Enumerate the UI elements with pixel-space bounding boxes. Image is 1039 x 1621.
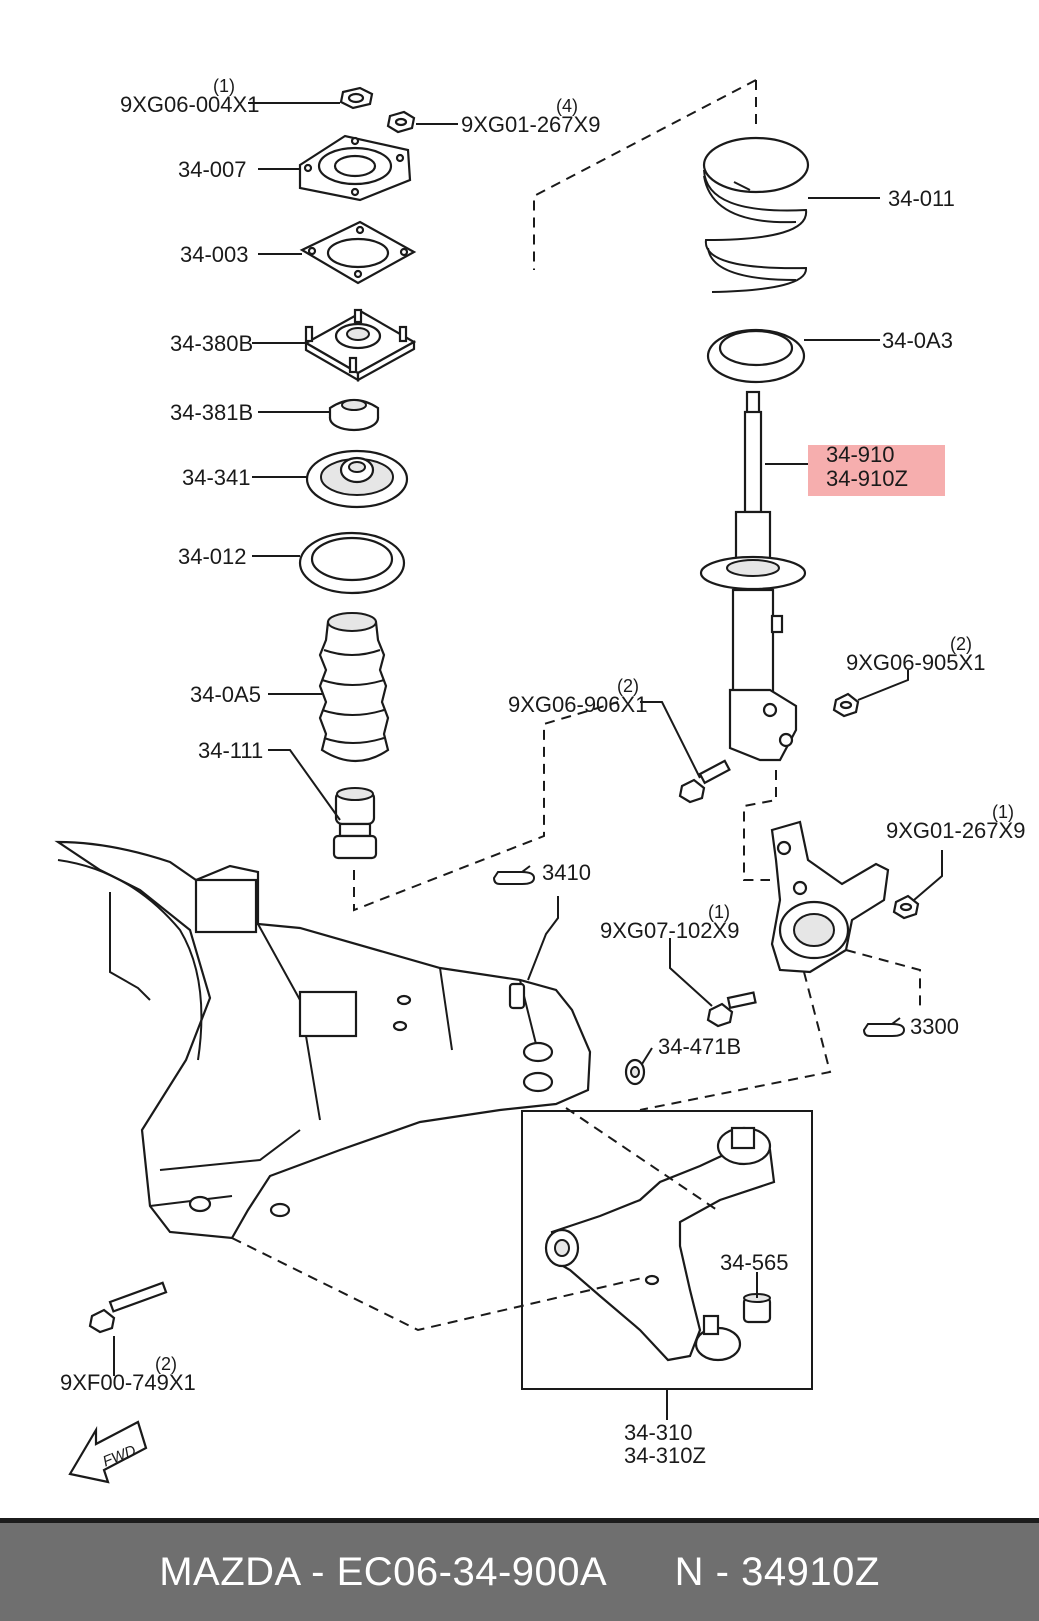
reference-number-label: 3410	[542, 860, 591, 885]
qty-label: (1)	[213, 76, 235, 96]
qty-label: (2)	[155, 1354, 177, 1374]
part-number-label: 9XG06-905X1	[846, 650, 985, 675]
part-number-label: 34-310	[624, 1420, 693, 1445]
top-nut-part	[339, 86, 374, 110]
strut-assembly-part	[699, 390, 807, 762]
qty-label: (2)	[950, 634, 972, 654]
bushing-part	[742, 1293, 772, 1324]
parts-diagram: (1) 9XG06-004X1 (4) 9XG01-267X9 34-007 3…	[54, 76, 1025, 1484]
bearing-seat-part	[305, 449, 409, 509]
steering-knuckle-part	[770, 820, 890, 974]
part-number-label: 34-003	[180, 242, 249, 267]
part-number-label: 34-471B	[658, 1034, 741, 1059]
small-bearing-part	[328, 398, 380, 432]
part-number-label: 34-0A3	[882, 328, 953, 353]
strut-nut-part	[832, 692, 860, 718]
part-number-label: 34-007	[178, 157, 247, 182]
part-number-label: 9XG01-267X9	[886, 818, 1025, 843]
forward-direction-icon	[68, 1420, 148, 1484]
strut-bolt-part	[678, 759, 731, 804]
part-number-label: 9XG06-906X1	[508, 692, 647, 717]
qty-label: (1)	[708, 902, 730, 922]
part-number-label: 9XG07-102X9	[600, 918, 739, 943]
footer-bar: MAZDA - EC06-34-900A N - 34910Z	[0, 1518, 1039, 1621]
part-number-label: 34-012	[178, 544, 247, 569]
frame-bolt-part	[88, 1281, 168, 1334]
reference-number-label: 3300	[910, 1014, 959, 1039]
qty-label: (1)	[992, 802, 1014, 822]
part-number-label: 34-111	[198, 738, 263, 763]
subframe-part	[54, 840, 592, 1240]
part-number-label: 34-381B	[170, 400, 253, 425]
gasket-part	[299, 220, 417, 285]
strut-part-highlight	[808, 445, 945, 496]
part-number-label: 34-341	[182, 465, 251, 490]
qty-label: (2)	[617, 676, 639, 696]
coil-spring-part	[702, 136, 810, 293]
spring-seat-part	[706, 328, 806, 384]
part-number-label: 34-011	[888, 186, 955, 211]
strut-part-number-label: 34-910	[826, 442, 895, 467]
lower-arm-part	[544, 1126, 776, 1362]
hand-pointer-icon	[492, 865, 536, 885]
part-number-label: 9XG01-267X9	[461, 112, 600, 137]
part-number-label: 34-565	[720, 1250, 789, 1275]
hand-pointer-icon	[862, 1017, 906, 1037]
washer-part	[624, 1058, 646, 1086]
ring-part	[298, 531, 406, 595]
bump-stop-part	[332, 787, 378, 860]
part-number-label: 9XG06-004X1	[120, 92, 259, 117]
dust-boot-part	[318, 612, 390, 762]
footer-part-number-text: MAZDA - EC06-34-900A N - 34910Z	[159, 1549, 880, 1594]
strut-mount-part	[303, 308, 417, 382]
part-number-label: 34-310Z	[624, 1443, 706, 1468]
part-number-label: 34-0A5	[190, 682, 261, 707]
part-number-label: 9XF00-749X1	[60, 1370, 196, 1395]
knuckle-bolt-part	[706, 991, 757, 1028]
small-nut-part	[386, 110, 416, 134]
mount-plate-part	[298, 134, 412, 202]
part-number-label: 34-380B	[170, 331, 253, 356]
qty-label: (4)	[556, 96, 578, 116]
strut-part-number-label: 34-910Z	[826, 466, 908, 491]
knuckle-nut-part	[892, 894, 920, 920]
